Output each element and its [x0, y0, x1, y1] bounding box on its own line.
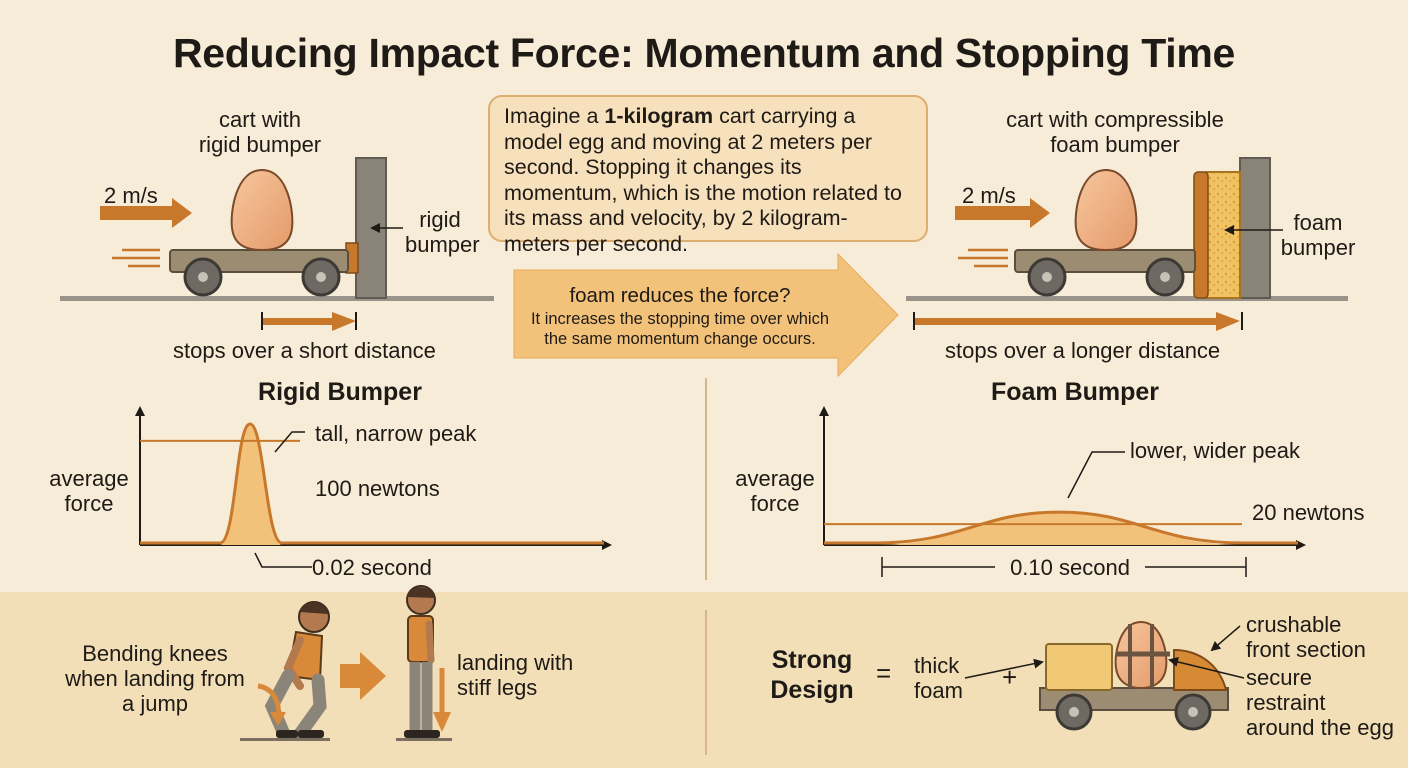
label-line: front section [1246, 637, 1366, 662]
crushable-label: crushable front section [1246, 612, 1366, 662]
label-line: cart with [219, 107, 301, 132]
info-text: cart carrying a model egg and moving at … [504, 104, 902, 256]
rigid-speed-label: 2 m/s [104, 183, 158, 208]
label-line: thick [914, 653, 960, 678]
info-text: Imagine a [504, 104, 605, 128]
foam-peak-annotation: lower, wider peak [1130, 438, 1300, 463]
force-area [874, 512, 1244, 545]
plus-sign: + [1002, 662, 1018, 692]
egg [230, 168, 294, 252]
label-line: secure [1246, 665, 1313, 690]
foam-speed-label: 2 m/s [962, 183, 1016, 208]
knee-bend-arrowhead [270, 712, 286, 726]
restraint-pointer [1168, 657, 1245, 679]
label-line: rigid bumper [198, 132, 322, 157]
egg [1074, 168, 1138, 252]
force-curve [824, 510, 1298, 545]
rigid-peak-annotation: tall, narrow peak [315, 421, 477, 446]
ground-line [60, 296, 494, 301]
foam-force-chart [819, 406, 1306, 577]
equals-sign: = [876, 658, 892, 688]
foam-pointer [964, 658, 1044, 679]
rigid-y-axis-label: average force [49, 466, 129, 516]
foam-bumper-label: foam bumper [1280, 210, 1356, 260]
stiff-legs-caption: landing with stiff legs [457, 650, 573, 700]
stiff-leg-person [396, 585, 452, 741]
short-stop-arrow [261, 312, 357, 331]
momentum-info-box: Imagine a 1-kilogram cart carrying a mod… [488, 95, 928, 256]
restraint-label: secure restraint around the egg [1246, 665, 1394, 740]
crushable-front-section [1173, 648, 1228, 691]
rigid-average-label: 100 newtons [315, 476, 440, 501]
foam-y-axis-label: average force [735, 466, 815, 516]
bent-knee-person [240, 601, 330, 741]
design-cart [1039, 620, 1229, 731]
label-line: bumper [405, 232, 480, 257]
label-line: bumper [1280, 235, 1356, 260]
bend-knees-caption: Bending knees when landing from a jump [55, 641, 255, 716]
info-bold-text: 1-kilogram [604, 104, 714, 128]
force-area [220, 424, 282, 545]
cart-wheel [183, 257, 223, 297]
callout-question: foam reduces the force? [569, 284, 791, 307]
foam-cart-label: cart with compressible foam bumper [990, 107, 1240, 157]
peak-leader-line [1067, 451, 1125, 499]
foam-backplate [1193, 171, 1209, 299]
cart-wheel [301, 257, 341, 297]
crushable-pointer [1210, 625, 1241, 652]
rigid-duration-label: 0.02 second [312, 555, 432, 580]
center-callout-arrow [513, 252, 899, 378]
cart-wheel [1174, 693, 1212, 731]
foam-wall [1239, 157, 1271, 299]
label-line: a jump [121, 691, 189, 716]
downward-impact-arrowhead [433, 712, 451, 732]
foam-average-label: 20 newtons [1252, 500, 1365, 525]
duration-leader-line [254, 552, 312, 568]
peak-leader-line [274, 431, 305, 453]
label-line: rigid [419, 207, 461, 232]
cart-wheel [1027, 257, 1067, 297]
label-line: Bending knees [82, 641, 228, 666]
label-line: foam bumper [1050, 132, 1180, 157]
motion-lines [112, 248, 160, 268]
motion-lines [958, 248, 1008, 268]
label-line: landing with [457, 650, 574, 675]
foam-cart-scene [906, 157, 1348, 331]
rigid-cart-label: cart with rigid bumper [170, 107, 350, 157]
foam-chart-title: Foam Bumper [990, 378, 1160, 406]
ground-line [906, 296, 1348, 301]
label-line: foam [1293, 210, 1343, 235]
thick-foam-label: thick foam [914, 653, 963, 703]
page-title: Reducing Impact Force: Momentum and Stop… [173, 30, 1235, 76]
cart-wheel [1055, 693, 1093, 731]
foam-duration-label: 0.10 second [995, 555, 1145, 580]
rigid-force-chart [135, 406, 612, 568]
rigid-chart-title: Rigid Bumper [258, 378, 422, 406]
foam-stop-caption: stops over a longer distance [945, 338, 1221, 363]
foam-block [1205, 171, 1241, 299]
strong-design-label: Strong Design [762, 645, 862, 705]
rigid-bumper-label: rigid bumper [405, 207, 480, 257]
label-line: cart with compressible [1006, 107, 1224, 132]
force-curve [140, 422, 604, 545]
comparison-arrow [340, 652, 386, 700]
label-line: Strong [771, 646, 853, 674]
velocity-arrow [955, 198, 1050, 228]
callout-answer: It increases the stopping time over whic… [530, 310, 830, 348]
label-line: crushable [1246, 612, 1342, 637]
long-stop-arrow [913, 312, 1243, 331]
rigid-stop-caption: stops over a short distance [173, 338, 436, 363]
label-line: Design [770, 676, 854, 704]
label-line: restraint [1246, 690, 1326, 715]
cart-wheel [1145, 257, 1185, 297]
label-line: stiff legs [457, 675, 538, 700]
label-line: when landing from [65, 666, 245, 691]
label-line: foam [914, 678, 963, 703]
label-line: around the egg [1246, 715, 1395, 740]
rigid-cart-scene [60, 157, 494, 331]
velocity-arrow [100, 198, 192, 228]
thick-foam-block [1045, 643, 1113, 691]
